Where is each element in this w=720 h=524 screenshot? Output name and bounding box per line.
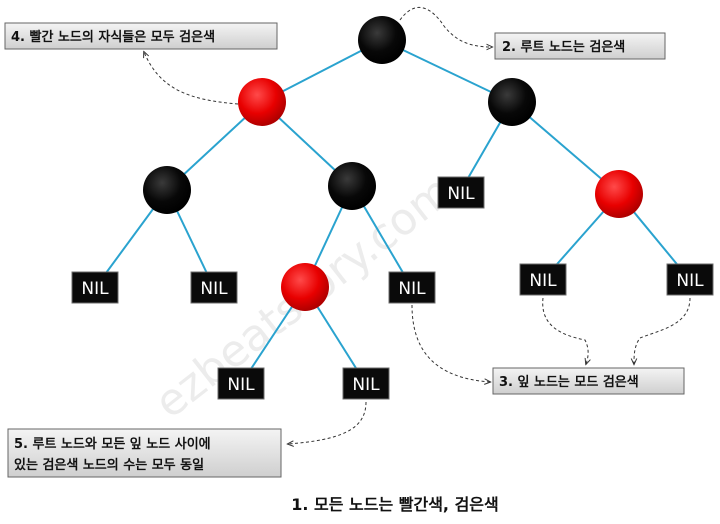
- callout-property3: 3. 잎 노드는 모드 검은색: [492, 367, 685, 395]
- nil-leaf: NIL: [437, 176, 485, 209]
- nil-label: NIL: [352, 375, 380, 395]
- callout-box: [4, 22, 278, 50]
- root-node-black: [358, 16, 406, 64]
- arrow-nil-left-to-property3: [542, 297, 588, 364]
- node-black-d: [488, 78, 536, 126]
- callout-box: [494, 32, 666, 60]
- nil-label: NIL: [81, 279, 109, 299]
- nil-label: NIL: [529, 271, 557, 291]
- callout-text-line2: 있는 검은색 노드의 수는 모두 동일: [14, 457, 204, 473]
- diagram-caption: 1. 모든 노드는 빨간색, 검은색: [291, 495, 499, 514]
- callout-property5: 5. 루트 노드와 모든 잎 노드 사이에 있는 검은색 노드의 수는 모두 동…: [7, 428, 282, 478]
- callout-text: 4. 빨간 노드의 자식들은 모두 검은색: [11, 29, 215, 45]
- callout-text-line1: 5. 루트 노드와 모든 잎 노드 사이에: [14, 436, 211, 452]
- callout-property4: 4. 빨간 노드의 자식들은 모두 검은색: [4, 22, 278, 50]
- arrow-to-property2: [399, 7, 492, 47]
- node-black-b: [143, 166, 191, 214]
- nil-leaf: NIL: [190, 271, 238, 304]
- nil-label: NIL: [398, 279, 426, 299]
- arrow-nil-right-to-property3: [634, 297, 691, 364]
- nil-leaf: NIL: [519, 263, 567, 296]
- nil-label: NIL: [200, 279, 228, 299]
- node-red-e: [595, 170, 643, 218]
- arrow-nil-to-property3: [411, 304, 490, 382]
- callout-text: 3. 잎 노드는 모드 검은색: [499, 375, 639, 390]
- nil-leaf: NIL: [388, 271, 436, 304]
- arrow-to-property5: [288, 401, 367, 444]
- callout-text: 2. 루트 노드는 검은색: [502, 40, 625, 55]
- callout-box: [7, 428, 282, 478]
- nil-box: [388, 271, 436, 304]
- nil-box: [71, 271, 119, 304]
- node-black-c: [328, 162, 376, 210]
- nil-leaf: NIL: [342, 367, 390, 400]
- nil-leaf: NIL: [666, 263, 714, 296]
- nil-leaf: NIL: [217, 367, 265, 400]
- node-red-a: [238, 78, 286, 126]
- tree-nodes: [143, 16, 643, 311]
- nil-box: [519, 263, 567, 296]
- node-red-f: [281, 263, 329, 311]
- nil-label: NIL: [447, 184, 475, 204]
- callout-box: [492, 367, 685, 395]
- nil-box: [437, 176, 485, 209]
- nil-box: [217, 367, 265, 400]
- nil-leaf: NIL: [71, 271, 119, 304]
- nil-label: NIL: [227, 375, 255, 395]
- arrow-to-property4: [144, 52, 239, 105]
- nil-box: [190, 271, 238, 304]
- annotation-arrows: [144, 7, 691, 444]
- callout-property2: 2. 루트 노드는 검은색: [494, 32, 666, 60]
- edge-root-right: [381, 39, 513, 103]
- nil-box: [342, 367, 390, 400]
- nil-box: [666, 263, 714, 296]
- nil-label: NIL: [676, 271, 704, 291]
